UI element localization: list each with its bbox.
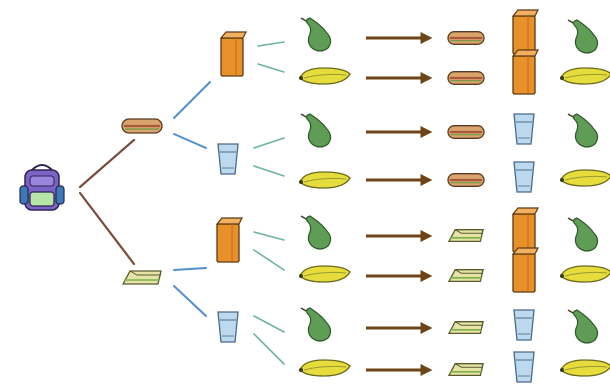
tree-branches: [78, 41, 285, 365]
pear-icon: [567, 19, 599, 54]
water-glass-icon: [513, 113, 535, 145]
water-glass-icon: [513, 309, 535, 341]
backpack-icon: [19, 164, 65, 211]
branch-line: [253, 249, 285, 271]
pear-icon: [567, 217, 599, 252]
branch-line: [78, 138, 136, 189]
water-glass-icon: [513, 161, 535, 193]
sandwich-icon: [447, 71, 485, 85]
juice-box-icon: [511, 247, 539, 293]
juice-box-icon: [215, 217, 243, 263]
sandwich-icon: [447, 173, 485, 187]
pear-icon: [300, 215, 332, 250]
banana-icon: [560, 169, 610, 187]
branch-line: [173, 133, 207, 149]
banana-icon: [560, 67, 610, 85]
sandwich-icon: [447, 31, 485, 45]
water-glass-icon: [217, 143, 239, 175]
pear-icon: [300, 113, 332, 148]
water-glass-icon: [513, 351, 535, 383]
cut-sandwich-icon: [447, 269, 484, 283]
branch-line: [253, 333, 285, 365]
pear-icon: [300, 307, 332, 342]
juice-box-icon: [511, 49, 539, 95]
branch-line: [257, 63, 285, 73]
pear-icon: [567, 309, 599, 344]
branch-line: [173, 81, 211, 119]
banana-icon: [299, 171, 351, 189]
branch-line: [173, 285, 207, 317]
banana-icon: [299, 359, 351, 377]
cut-sandwich-icon: [447, 363, 484, 377]
juice-box-icon: [219, 31, 247, 77]
pear-icon: [567, 113, 599, 148]
tree-nodes: [19, 9, 610, 383]
branch-line: [253, 165, 285, 177]
sandwich-icon: [121, 118, 163, 134]
branch-line: [173, 267, 207, 271]
banana-icon: [299, 265, 351, 283]
outcome-arrows: [366, 32, 433, 376]
branch-line: [257, 41, 285, 47]
juice-box-icon: [511, 9, 539, 55]
branch-line: [253, 231, 285, 241]
banana-icon: [560, 359, 610, 377]
banana-icon: [560, 265, 610, 283]
cut-sandwich-icon: [447, 321, 484, 335]
branch-line: [253, 315, 285, 333]
branch-line: [78, 191, 136, 266]
banana-icon: [299, 67, 351, 85]
branch-line: [253, 137, 285, 149]
pear-icon: [300, 17, 332, 52]
cut-sandwich-icon: [447, 229, 484, 243]
sandwich-icon: [447, 125, 485, 139]
cut-sandwich-icon: [121, 270, 162, 285]
water-glass-icon: [217, 311, 239, 343]
juice-box-icon: [511, 207, 539, 253]
